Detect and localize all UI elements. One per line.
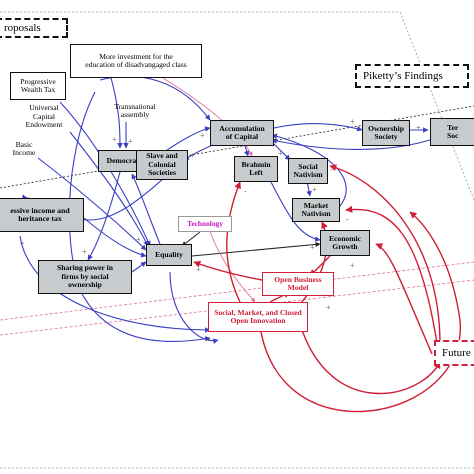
section-pikettys-findings: Piketty’s Findings xyxy=(355,64,469,88)
node-market-nativism: Market Nativism xyxy=(292,198,340,222)
node-social-nativism-label: Social Nativism xyxy=(293,161,323,179)
node-economic-growth-label: Economic Growth xyxy=(328,233,362,251)
link-equality-to-growth xyxy=(191,241,321,257)
link-technology-to-open-innovation xyxy=(209,231,256,303)
section-findings-label: Piketty’s Findings xyxy=(363,70,443,82)
sign-plus: + xyxy=(326,303,331,312)
proposals-boundary xyxy=(0,11,474,201)
node-open-innovation: Social, Market, and Closed Open Innovati… xyxy=(208,302,308,332)
link-bottom-left-loop xyxy=(19,235,211,333)
sign-minus: - xyxy=(266,141,269,150)
node-accumulation-of-capital: Accumulation of Capital xyxy=(210,120,274,146)
sign-plus: + xyxy=(206,335,211,344)
link-income-tax-to-equality xyxy=(83,217,147,258)
node-open-business-model-label: Open Business Model xyxy=(274,274,322,292)
link-equality-to-democracy xyxy=(131,173,161,245)
node-basic-income-label: Basic Income xyxy=(12,139,36,157)
sign-minus: - xyxy=(244,187,247,196)
node-equality: Equality xyxy=(146,244,192,266)
node-economic-growth: Economic Growth xyxy=(320,230,370,256)
sign-plus: + xyxy=(128,137,133,146)
link-basic-income-to-equality xyxy=(37,157,147,251)
node-open-innovation-label: Social, Market, and Closed Open Innovati… xyxy=(214,307,302,325)
node-transnational-assembly-label: Transnational assembly xyxy=(114,101,156,119)
node-universal-capital-endowment: Universal Capital Endowment xyxy=(14,102,74,132)
node-ownership-society: Ownership Society xyxy=(362,120,410,146)
node-accumulation-of-capital-label: Accumulation of Capital xyxy=(219,123,265,141)
node-transnational-assembly: Transnational assembly xyxy=(104,100,166,122)
node-tertiary-society-label: Ter Soc xyxy=(447,122,459,140)
sign-plus: + xyxy=(350,261,355,270)
link-accumulation-to-ownership xyxy=(273,122,363,132)
node-sharing-power: Sharing power in firms by social ownersh… xyxy=(38,260,132,294)
node-slave-and-colonial-societies-label: Slave and Colonial Societies xyxy=(146,151,178,178)
sign-minus: - xyxy=(346,215,349,224)
sign-plus: + xyxy=(20,239,25,248)
link-endowment-to-equality xyxy=(69,131,149,247)
link-brahmin-to-growth xyxy=(267,175,321,242)
sign-plus: + xyxy=(196,265,201,274)
node-more-investment: More investment for the education of dis… xyxy=(70,44,202,78)
link-investment-to-brahmin xyxy=(149,69,253,157)
node-ownership-society-label: Ownership Society xyxy=(368,123,404,141)
node-brahmin-left: Brahmin Left xyxy=(234,156,278,182)
sign-plus: + xyxy=(350,117,355,126)
sign-minus: - xyxy=(330,165,333,174)
section-proposals: roposals xyxy=(0,18,68,38)
sign-plus: + xyxy=(82,247,87,256)
sign-plus: + xyxy=(190,151,195,160)
node-technology-label: Technology xyxy=(187,218,223,228)
node-progressive-income-tax-label: essive income and heritance tax xyxy=(10,205,70,223)
node-equality-label: Equality xyxy=(155,249,183,259)
link-future-to-market-nativism xyxy=(345,205,439,351)
node-democracy-label: Democracy xyxy=(106,155,144,165)
node-progressive-wealth-tax: Progressive Wealth Tax xyxy=(10,72,66,100)
link-future-to-growth xyxy=(375,243,433,355)
node-universal-capital-endowment-label: Universal Capital Endowment xyxy=(25,103,63,130)
node-basic-income: Basic Income xyxy=(4,138,44,160)
sign-plus: + xyxy=(310,243,315,252)
node-progressive-income-tax: essive income and heritance tax xyxy=(0,198,84,232)
link-sharing-to-equality xyxy=(131,261,147,273)
link-democracy-to-sharing xyxy=(87,171,121,261)
node-sharing-power-label: Sharing power in firms by social ownersh… xyxy=(57,263,113,290)
link-technology-to-equality xyxy=(181,231,201,247)
future-boundary xyxy=(0,279,474,336)
section-proposals-label: roposals xyxy=(4,22,41,34)
section-future-label: Future xyxy=(442,347,471,359)
sign-plus: + xyxy=(278,149,283,158)
node-market-nativism-label: Market Nativism xyxy=(301,200,331,218)
proposals-lower-boundary xyxy=(0,105,474,189)
link-future-to-social-nativism xyxy=(329,164,441,345)
node-technology: Technology xyxy=(178,216,232,232)
link-investment-to-democracy xyxy=(109,73,123,149)
node-slave-and-colonial-societies: Slave and Colonial Societies xyxy=(136,150,188,180)
node-open-business-model: Open Business Model xyxy=(262,272,334,296)
link-innovation-big-loop xyxy=(299,323,441,395)
region-boundaries xyxy=(0,11,474,469)
section-future: Future xyxy=(434,340,474,366)
link-equality-to-innovation-loop xyxy=(169,271,219,344)
link-innovation-to-brahmin xyxy=(226,181,241,303)
link-tertiary-to-accumulation xyxy=(271,138,431,151)
node-brahmin-left-label: Brahmin Left xyxy=(241,159,271,177)
link-business-model-to-equality xyxy=(193,260,263,281)
node-social-nativism: Social Nativism xyxy=(288,158,328,184)
sign-plus: + xyxy=(136,235,141,244)
node-tertiary-society: Ter Soc xyxy=(430,118,474,146)
sign-plus: + xyxy=(416,123,421,132)
sign-plus: + xyxy=(312,185,317,194)
findings-lower-boundary xyxy=(0,261,474,321)
sign-plus: + xyxy=(112,135,117,144)
node-progressive-wealth-tax-label: Progressive Wealth Tax xyxy=(20,76,56,94)
node-more-investment-label: More investment for the education of dis… xyxy=(85,51,187,69)
sign-plus: + xyxy=(200,131,205,140)
